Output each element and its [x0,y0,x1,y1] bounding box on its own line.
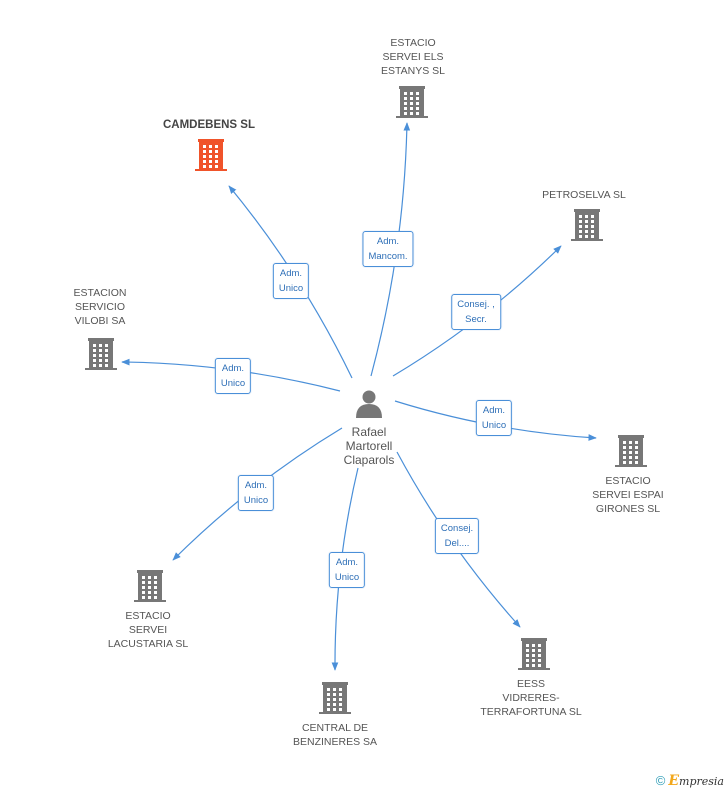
edge-label-terrafortuna[interactable]: Consej. Del.... [434,518,480,554]
company-label-vilobi[interactable]: ESTACION SERVICIO VILOBI SA [73,287,127,327]
footer-brand: ©Empresia [656,773,724,789]
edge-label-benzineres[interactable]: Adm. Unico [328,552,366,588]
building-icon-vilobi[interactable] [85,338,117,370]
brand-name: mpresia [679,775,724,788]
company-label-lacustaria[interactable]: ESTACIO SERVEI LACUSTARIA SL [107,610,189,650]
brand-initial: E [668,773,680,789]
building-icon-lacustaria[interactable] [134,570,166,602]
building-icon-camdebens[interactable] [195,139,227,171]
company-label-els-estanys[interactable]: ESTACIO SERVEI ELS ESTANYS SL [381,37,445,77]
company-label-camdebens[interactable]: CAMDEBENS SL [162,119,256,131]
edge-label-lacustaria[interactable]: Adm. Unico [237,475,275,511]
edge-label-espai-girones[interactable]: Adm. Unico [475,400,513,436]
edge-label-vilobi[interactable]: Adm. Unico [214,358,252,394]
company-label-petroselva[interactable]: PETROSELVA SL [542,189,626,201]
edge-label-petroselva[interactable]: Consej. , Secr. [451,294,501,330]
building-icon-els-estanys[interactable] [396,86,428,118]
company-label-espai-girones[interactable]: ESTACIO SERVEI ESPAI GIRONES SL [592,475,664,515]
building-icon-petroselva[interactable] [571,209,603,241]
edge-label-camdebens[interactable]: Adm. Unico [272,263,310,299]
edge-label-els-estanys[interactable]: Adm. Mancom. [362,231,414,267]
person-icon[interactable] [356,390,382,419]
building-icon-benzineres[interactable] [319,682,351,714]
copyright-icon: © [655,773,666,788]
building-icon-espai-girones[interactable] [615,435,647,467]
company-label-benzineres[interactable]: CENTRAL DE BENZINERES SA [292,722,378,748]
company-label-terrafortuna[interactable]: EESS VIDRERES- TERRAFORTUNA SL [480,678,582,718]
building-icon-terrafortuna[interactable] [518,638,550,670]
center-person-name[interactable]: Rafael Martorell Claparols [343,425,395,467]
